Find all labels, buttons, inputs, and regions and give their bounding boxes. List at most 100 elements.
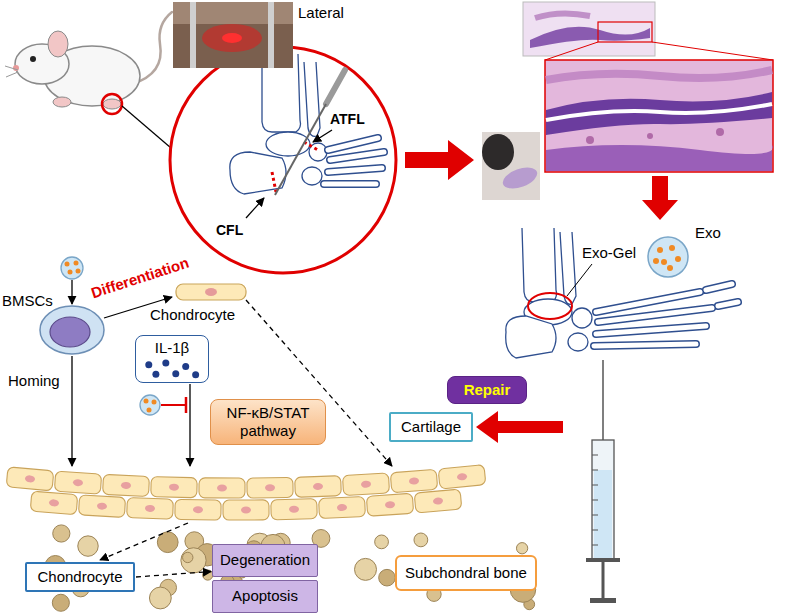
syringe-icon xyxy=(586,360,620,603)
treated-ankle-diagram-part xyxy=(567,264,592,296)
stem-cell-part xyxy=(50,317,90,347)
exosome-icon-part xyxy=(65,262,70,267)
cartilage-layer-part xyxy=(30,491,77,515)
flow-arrow xyxy=(642,176,678,220)
histology-image-part xyxy=(546,104,772,120)
cartilage-layer-part xyxy=(438,465,486,489)
cartilage-layer-part-part xyxy=(319,496,366,518)
node-text: Chondrocyte xyxy=(37,568,122,586)
flow-arrow xyxy=(405,140,474,180)
histology-image-part xyxy=(546,145,773,171)
tissue-box: Subchondral bone xyxy=(395,555,537,591)
cytokine-dot xyxy=(192,371,199,378)
syringe-icon-part xyxy=(590,598,616,603)
ankle-bone-diagram xyxy=(170,47,396,273)
node-text: Cartilage xyxy=(401,418,461,436)
mouse-illustration-part xyxy=(53,97,71,107)
histology-image-part xyxy=(716,128,724,136)
cartilage-layer-part-part xyxy=(337,504,347,511)
exosome-icon-part xyxy=(152,400,157,405)
cartilage-layer-part-part xyxy=(241,506,251,513)
exosome-icon xyxy=(61,257,83,279)
treated-ankle-diagram-part xyxy=(572,308,592,328)
arrow-line xyxy=(189,384,190,466)
mouse-illustration-part xyxy=(30,56,36,62)
histology-image-part xyxy=(598,22,652,42)
ankle-bone-diagram-part xyxy=(230,152,286,194)
mouse-illustration-part xyxy=(122,106,171,148)
cartilage-layer-part-part xyxy=(151,477,198,498)
histology-image-part xyxy=(652,42,773,60)
cartilage-layer-part-part xyxy=(103,474,150,496)
surgery-photo-part xyxy=(222,33,242,43)
subchondral-bone-part xyxy=(516,543,527,554)
chondrocyte-cell xyxy=(176,284,246,300)
cartilage-layer-part-part xyxy=(121,482,131,489)
ankle-bone-diagram-part xyxy=(246,198,264,218)
mouse-illustration-part xyxy=(48,31,68,57)
cartilage-layer-part xyxy=(295,476,342,498)
cell-label: Chondrocyte xyxy=(150,306,235,323)
treated-ankle-diagram-part xyxy=(506,316,556,358)
cartilage-layer-part xyxy=(342,473,389,496)
cartilage-layer-part-part xyxy=(97,502,107,510)
exosome-icon-part xyxy=(653,258,659,264)
node-text: Repair xyxy=(464,381,511,399)
cartilage-layer-part xyxy=(6,467,54,491)
exosome-icon-part xyxy=(667,265,673,271)
cartilage-layer-part-part xyxy=(247,477,293,498)
surgery-photo-part xyxy=(173,2,293,68)
ankle-bone-diagram-part xyxy=(304,62,320,136)
cartilage-layer-part-part xyxy=(409,477,420,485)
mouse-illustration-part xyxy=(102,94,122,114)
cartilage-layer-part-part xyxy=(78,495,125,518)
cartilage-layer-part-part xyxy=(366,493,413,516)
cartilage-layer-part xyxy=(127,498,174,520)
histology-image-part xyxy=(545,60,773,172)
ankle-bone-diagram-part xyxy=(313,130,332,142)
cartilage-layer-part-part xyxy=(342,473,389,496)
subchondral-bone-part xyxy=(414,533,428,547)
mouse-illustration-part xyxy=(13,65,19,71)
subchondral-bone-part xyxy=(375,535,389,549)
cartilage-layer-part-part xyxy=(223,500,269,520)
treated-ankle-diagram-part xyxy=(528,293,572,319)
ankle-bone-diagram-part xyxy=(324,138,384,184)
cartilage-layer-part-part xyxy=(30,491,77,515)
cartilage-layer-part-part xyxy=(145,505,155,512)
repair-badge: Repair xyxy=(447,376,527,404)
mouse-foot-photo-part xyxy=(482,134,514,170)
cartilage-layer-part xyxy=(319,496,366,518)
outcome-box: Degeneration xyxy=(212,544,318,577)
cartilage-layer-part-part xyxy=(25,475,36,483)
surgery-photo-part xyxy=(202,24,262,52)
cytokine-dot xyxy=(182,363,189,370)
ligament-label: ATFL xyxy=(330,111,365,127)
process-label: Homing xyxy=(8,372,60,389)
cell-label: BMSCs xyxy=(2,292,53,309)
exosome-icon-part xyxy=(657,247,663,253)
ligament-label: CFL xyxy=(216,222,243,238)
outcome-box: Apoptosis xyxy=(212,580,318,613)
exosome-icon-part xyxy=(661,259,667,265)
mouse-illustration-part xyxy=(103,99,121,109)
cartilage-layer-part-part xyxy=(414,489,462,513)
ankle-bone-diagram-part xyxy=(324,138,384,184)
cartilage-layer-part-part xyxy=(433,497,444,505)
cartilage-layer-part-part xyxy=(313,483,323,490)
subchondral-bone-part xyxy=(52,594,69,611)
cartilage-layer-part xyxy=(78,495,125,518)
inhibition-mark-part xyxy=(161,404,186,406)
syringe-icon-part xyxy=(602,360,604,440)
flow-arrow xyxy=(476,411,563,443)
hydrogel-label: Exo-Gel xyxy=(582,244,636,261)
cartilage-layer-part xyxy=(199,478,245,498)
cartilage-layer-part xyxy=(54,471,101,494)
subchondral-bone-part xyxy=(379,569,396,586)
cartilage-layer-part-part xyxy=(6,467,54,491)
cartilage-layer-part xyxy=(223,500,269,520)
cartilage-layer-part-part xyxy=(265,484,275,491)
cartilage-layer-part xyxy=(366,493,413,516)
exosome-icon-part xyxy=(76,269,81,274)
